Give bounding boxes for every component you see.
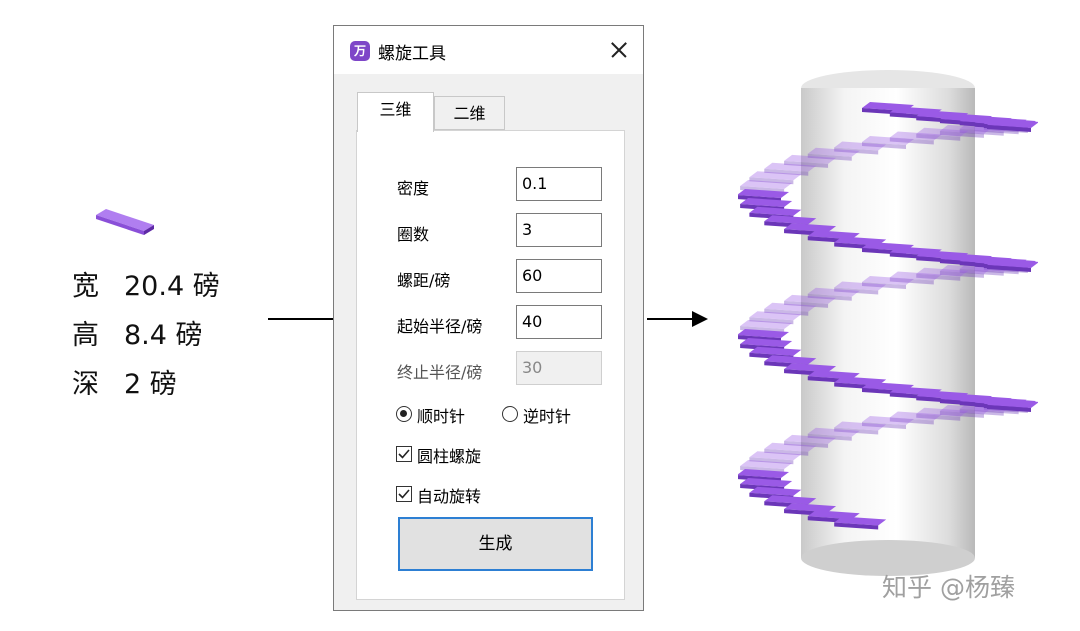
stair-step xyxy=(916,127,969,141)
pitch-label: 螺距/磅 xyxy=(397,271,451,290)
stair-step xyxy=(784,154,837,168)
stair-step xyxy=(749,311,802,325)
dimension-value: 2 磅 xyxy=(124,369,177,400)
dimension-value: 8.4 磅 xyxy=(124,320,203,351)
stair-step xyxy=(807,427,860,441)
cylinder-spiral-checkbox[interactable] xyxy=(396,446,412,462)
density-label: 密度 xyxy=(397,179,430,198)
end-radius-input: 30 xyxy=(516,351,602,385)
start-radius-label: 起始半径/磅 xyxy=(397,317,483,336)
dimension-value: 20.4 磅 xyxy=(124,271,220,302)
watermark: 知乎 @杨臻 xyxy=(882,573,1015,602)
close-button[interactable] xyxy=(605,36,633,64)
stair-step xyxy=(834,141,887,155)
app-logo-icon: 万 xyxy=(350,41,370,61)
stair-step xyxy=(939,404,992,418)
stair-step xyxy=(939,124,992,138)
checkmark-icon xyxy=(398,449,410,459)
connector-line xyxy=(268,318,334,320)
checkmark-icon xyxy=(398,489,410,499)
arrow-line xyxy=(647,318,695,320)
spiral-tool-dialog: 万 螺旋工具 三维 二维 密度 0.1 圈数 3 螺距/磅 60 起始半径/磅 … xyxy=(333,25,644,611)
stair-step xyxy=(987,259,1038,272)
stair-step xyxy=(784,294,837,308)
clockwise-radio[interactable] xyxy=(396,406,412,422)
turns-label: 圈数 xyxy=(397,225,430,244)
start-radius-input[interactable]: 40 xyxy=(516,305,602,339)
stair-step xyxy=(749,451,802,465)
stair-step xyxy=(916,407,969,421)
stair-step xyxy=(889,131,942,145)
stair-step xyxy=(987,399,1038,412)
clockwise-label[interactable]: 顺时针 xyxy=(417,407,466,426)
dimension-label: 宽 xyxy=(72,271,99,302)
dimension-height: 高 8.4 磅 xyxy=(72,311,220,360)
cylinder-body xyxy=(801,88,975,558)
stair-step xyxy=(862,416,914,429)
stair-step xyxy=(764,302,817,316)
stair-step xyxy=(807,287,860,301)
stair-step xyxy=(764,442,817,456)
generate-button[interactable]: 生成 xyxy=(398,517,593,571)
counterclockwise-label[interactable]: 逆时针 xyxy=(523,407,572,426)
dimension-width: 宽 20.4 磅 xyxy=(72,262,220,311)
stair-step xyxy=(987,119,1038,132)
block-dimensions: 宽 20.4 磅 高 8.4 磅 深 2 磅 xyxy=(72,262,220,409)
stair-step xyxy=(889,271,942,285)
dimension-label: 深 xyxy=(72,369,99,400)
stair-step xyxy=(807,147,860,161)
spiral-staircase-preview xyxy=(738,70,1038,576)
spiral-steps xyxy=(738,102,1038,530)
counterclockwise-radio[interactable] xyxy=(502,406,518,422)
dimension-depth: 深 2 磅 xyxy=(72,360,220,409)
dialog-title: 螺旋工具 xyxy=(378,44,446,64)
stair-step xyxy=(889,411,942,425)
auto-rotate-label[interactable]: 自动旋转 xyxy=(417,487,482,506)
stair-step xyxy=(749,171,802,185)
tab-3d[interactable]: 三维 xyxy=(357,92,434,132)
turns-input[interactable]: 3 xyxy=(516,213,602,247)
stair-step xyxy=(834,281,887,295)
stair-step xyxy=(784,434,837,448)
dimension-label: 高 xyxy=(72,320,99,351)
stair-step xyxy=(939,264,992,278)
density-input[interactable]: 0.1 xyxy=(516,167,602,201)
end-radius-label: 终止半径/磅 xyxy=(397,363,483,382)
tab-2d[interactable]: 二维 xyxy=(434,96,505,130)
block-shape-icon xyxy=(96,209,154,235)
stair-step xyxy=(862,136,914,149)
cylinder-bottom xyxy=(801,540,975,576)
pitch-input[interactable]: 60 xyxy=(516,259,602,293)
stair-step xyxy=(764,162,817,176)
cylinder-spiral-label[interactable]: 圆柱螺旋 xyxy=(417,447,482,466)
stair-step xyxy=(834,516,887,530)
arrow-head-icon xyxy=(692,311,708,327)
title-bar[interactable]: 万 螺旋工具 xyxy=(334,26,643,74)
stair-step xyxy=(916,267,969,281)
stair-step xyxy=(834,421,887,435)
auto-rotate-checkbox[interactable] xyxy=(396,486,412,502)
tab-panel-3d: 密度 0.1 圈数 3 螺距/磅 60 起始半径/磅 40 终止半径/磅 30 … xyxy=(356,130,625,600)
stair-step xyxy=(862,276,914,289)
